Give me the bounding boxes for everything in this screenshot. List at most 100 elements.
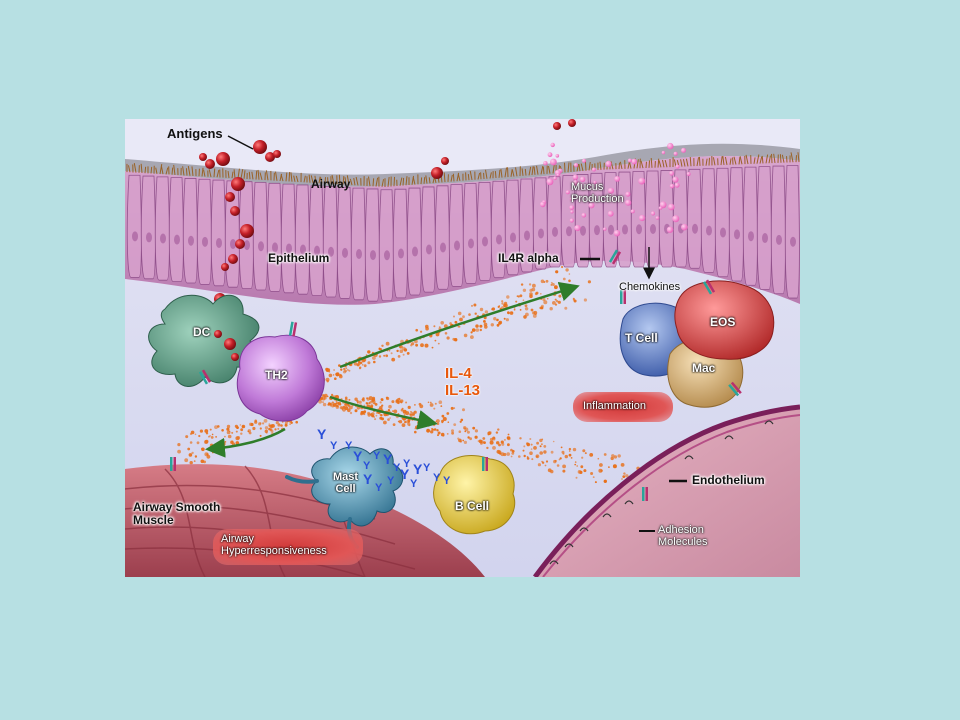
cytokine-dot [403,414,406,416]
cytokine-dot [373,402,376,405]
cytokine-dot [564,306,568,310]
epithelial-cell [700,168,716,273]
mast-label-line1: Mast [333,471,359,483]
cilium [295,175,299,183]
cilium [779,154,782,163]
cell-nucleus [300,244,306,255]
mucus-droplet [681,147,686,153]
cytokine-dot [583,298,587,302]
cell-nucleus [622,224,628,235]
cytokine-dot [610,456,614,461]
cytokine-dot [278,423,281,426]
cilium [344,177,347,185]
cytokine-dot [378,347,381,351]
cytokine-dot [554,303,558,306]
cytokine-dot [416,424,420,428]
arrow-to-b-cell [329,395,438,430]
cilium [528,166,532,176]
cytokine-dot [467,436,470,439]
cilium [580,163,584,172]
cilium [428,177,431,184]
cytokine-dot [335,372,338,376]
cytokine-dot [603,479,607,483]
cilium [498,169,501,178]
cytokine-dot [360,361,363,364]
cytokine-dot [466,430,470,434]
antigen [225,192,235,202]
cytokine-dot [487,433,490,436]
cilium [405,176,408,186]
cytokine-dot [592,476,595,478]
cytokine-dot [414,404,416,406]
dc-label: DC [193,325,211,339]
cilium [485,169,488,179]
cytokine-dot [453,423,457,426]
cytokine-dot [344,369,347,373]
epithelial-cell [784,165,800,299]
epithelial-cell [140,175,156,280]
cell-nucleus [244,240,250,251]
cytokine-dot [224,435,226,438]
cytokine-dot [357,360,361,364]
cytokine-dot [185,435,189,439]
epithelial-cell [630,171,646,268]
cytokine-dot [608,466,610,468]
cytokine-dot [193,460,196,462]
cytokine-dot [371,412,375,416]
cytokine-dot [500,440,504,444]
cytokine-dot [453,407,456,409]
antigen [265,152,275,162]
cytokine-dot [589,453,594,457]
cytokine-dot [583,469,587,473]
endothelium-wall [532,404,800,577]
cytokine-dot [425,324,429,329]
antigen [221,263,229,271]
il13-label: IL-13 [445,382,481,399]
cytokine-dot [398,420,403,424]
cytokine-dot [268,427,271,431]
cytokine-dot [375,414,378,417]
mucus-particles [539,142,691,237]
receptor [482,457,488,471]
th2-cell [236,334,325,422]
cytokine-dot [184,458,189,463]
antigens-leader [227,135,254,150]
cilium [203,169,206,177]
cytokine-dot [419,414,422,417]
cilium [227,170,230,179]
cilium [773,153,776,164]
cytokine-dot [397,355,401,358]
mucus-droplet [581,158,587,163]
cilium [310,175,314,183]
cytokine-dot [379,401,382,404]
cytokine-dot [498,443,501,447]
cilium [511,169,515,177]
cytokine-dot [552,440,555,443]
cell-nucleus [132,231,138,242]
cytokine-dot [460,418,464,422]
cytokine-dot [277,427,280,430]
cytokine-dot [552,301,556,305]
cytokine-dot [386,396,390,401]
cytokine-dot [473,303,477,307]
cytokine-dot [581,456,584,459]
arrow-to-il4r [339,281,580,369]
cell-nucleus [440,242,446,253]
cytokine-dot [399,401,402,403]
cytokine-dot [493,317,497,321]
cilium [243,170,246,179]
antibody-y: Y [363,471,373,487]
inflammation-label: Inflammation [583,400,646,412]
cytokine-dot [468,313,471,316]
cilium [636,159,639,169]
cytokine-dot [289,423,291,425]
cytokine-dot [562,469,566,473]
cytokine-dot [196,441,200,445]
cilium [288,171,291,182]
cell-nucleus [146,232,152,243]
cilium [797,152,800,163]
cytokine-dot [328,370,331,373]
cytokine-dot [187,447,191,451]
cytokine-dot [177,449,181,454]
cilium [133,163,137,173]
